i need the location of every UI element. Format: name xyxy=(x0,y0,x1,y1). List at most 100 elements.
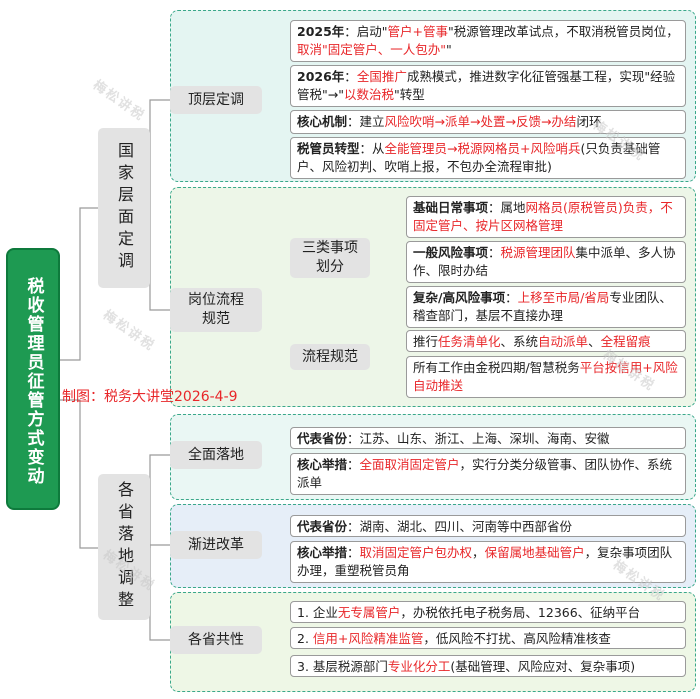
highlight: 全国推广 xyxy=(356,69,407,84)
text: ，实行分类分级管事、团队协作、系统派单 xyxy=(297,457,673,490)
connector xyxy=(149,99,170,208)
leaf-general: 一般风险事项：税源管理团队集中派单、多人协作、限时办结 xyxy=(406,241,686,283)
highlight: 保留属地基础管户 xyxy=(484,545,585,560)
text: ：建立 xyxy=(347,114,385,129)
text: ： xyxy=(347,545,360,560)
category-provincial-label: 各省落地调整 xyxy=(115,481,134,613)
leaf-common-2: 2. 信用+风险精准监管，低风险不打扰、高风险精准核查 xyxy=(290,627,686,649)
text: ：湖南、湖北、四川、河南等中西部省份 xyxy=(347,519,573,534)
leaf-2026-year: 2026年 xyxy=(297,69,345,84)
leaf-common-1: 1. 企业无专属管户，办税依托电子税务局、12366、征纳平台 xyxy=(290,601,686,623)
text: ：启动" xyxy=(344,24,388,39)
label: 一般风险事项 xyxy=(413,245,489,260)
sub-common: 各省共性 xyxy=(170,626,262,654)
highlight: 上移至市局/省局 xyxy=(517,290,610,305)
category-provincial: 各省落地调整 xyxy=(98,474,150,620)
caption: 制图：税务大讲堂2026-4-9 xyxy=(62,389,238,405)
connector xyxy=(60,207,98,361)
text: ，低风险不打扰、高风险精准核查 xyxy=(423,631,611,646)
highlight: 税源管理团队 xyxy=(500,245,576,260)
sub-job-flow-label: 岗位流程规范 xyxy=(188,292,244,327)
label: 核心举措 xyxy=(297,457,348,472)
highlight: 任务清单化 xyxy=(438,334,501,349)
sub-gradual-reform-label: 渐进改革 xyxy=(188,536,244,553)
leaf-core-measure-1: 核心举措：全面取消固定管户，实行分类分级管事、团队协作、系统派单 xyxy=(290,453,686,495)
highlight: 全程留痕 xyxy=(600,334,651,349)
text: 所有工作由金税四期/智慧税务 xyxy=(413,360,580,375)
text: "转型 xyxy=(394,86,425,102)
leaf-transform: 税管员转型：从全能管理员→税源网格员+风险哨兵(只负责基础管户、风险初判、吹哨上… xyxy=(290,137,686,179)
highlight: 自动派单 xyxy=(538,334,589,349)
leaf-core-mechanism: 核心机制：建立风险吹哨→派单→处置→反馈→办结闭环 xyxy=(290,110,686,134)
text: ： xyxy=(344,69,357,84)
highlight: 全面取消固定管户 xyxy=(359,457,460,472)
text: ，办税依托电子税务局、12366、征纳平台 xyxy=(400,605,641,620)
highlight: 风险吹哨→派单→处置→反馈→办结 xyxy=(384,114,577,129)
connector xyxy=(60,399,98,549)
label: 复杂/高风险事项 xyxy=(413,290,506,305)
text: 成熟模式，推进数字化征管强基工程，实现"经验管税"→" xyxy=(297,69,676,102)
connector xyxy=(149,454,170,548)
highlight: 全能管理员→税源网格员+风险哨兵 xyxy=(384,141,581,156)
sub-gradual-reform: 渐进改革 xyxy=(170,531,262,559)
highlight: 取消"固定管户、一人包办" xyxy=(297,41,446,57)
text: 1. 企业 xyxy=(297,605,338,620)
highlight: 信用+风险精准监管 xyxy=(312,631,424,646)
sub-common-label: 各省共性 xyxy=(188,631,244,648)
text: (基础管理、风险应对、复杂事项) xyxy=(450,659,636,674)
root-label: 税收管理员征管方式变动 xyxy=(23,276,44,486)
label: 税管员转型 xyxy=(297,141,360,156)
leaf-2026: 2026年：全国推广成熟模式，推进数字化征管强基工程，实现"经验管税"→"以数治… xyxy=(290,65,686,107)
label: 核心机制 xyxy=(297,114,348,129)
category-national-label: 国家层面定调 xyxy=(115,142,134,274)
text: ：江苏、山东、浙江、上海、深圳、海南、安徽 xyxy=(347,431,610,446)
leaf-task-list: 推行任务清单化、系统自动派单、全程留痕 xyxy=(406,330,686,352)
sub-full-landing-label: 全面落地 xyxy=(188,446,244,463)
text: 专业团队、稽查部门，基层不直接办理 xyxy=(413,290,672,323)
leaf-rep-provinces-2: 代表省份：湖南、湖北、四川、河南等中西部省份 xyxy=(290,515,686,537)
text: ： xyxy=(505,290,518,305)
label: 基础日常事项 xyxy=(413,200,489,215)
sub-process-norm-label: 流程规范 xyxy=(302,348,358,365)
highlight: 专业化分工 xyxy=(387,659,451,674)
text: 2. xyxy=(297,631,313,646)
sub-three-types-label: 三类事项划分 xyxy=(302,240,358,275)
highlight: 网格员(原税管员)负责，不固定管户、按片区网格管理 xyxy=(413,200,673,233)
sub-top-level: 顶层定调 xyxy=(170,86,262,114)
label: 代表省份 xyxy=(297,519,348,534)
sub-job-flow: 岗位流程规范 xyxy=(170,288,262,332)
connector xyxy=(149,548,170,641)
text: ，复杂事项团队办理，重塑税管员角 xyxy=(297,545,673,578)
text: (只负责基础管户、风险初判、吹哨上报，不包办全流程审批) xyxy=(297,141,661,174)
leaf-2025-year: 2025年 xyxy=(297,24,345,39)
leaf-golden-tax: 所有工作由金税四期/智慧税务平台按信用+风险自动推送 xyxy=(406,356,686,398)
text: ： xyxy=(488,245,501,260)
text: " xyxy=(446,41,452,57)
connector xyxy=(149,544,170,548)
leaf-rep-provinces-1: 代表省份：江苏、山东、浙江、上海、深圳、海南、安徽 xyxy=(290,427,686,449)
sub-three-types: 三类事项划分 xyxy=(290,238,370,278)
category-national: 国家层面定调 xyxy=(98,128,150,288)
text: ： xyxy=(347,457,360,472)
leaf-complex: 复杂/高风险事项：上移至市局/省局专业团队、稽查部门，基层不直接办理 xyxy=(406,286,686,328)
highlight: 无专属管户 xyxy=(337,605,401,620)
text: 3. 基层税源部门 xyxy=(297,659,388,674)
sub-process-norm: 流程规范 xyxy=(290,344,370,370)
highlight: 平台按信用+风险自动推送 xyxy=(413,360,678,393)
text: ：从 xyxy=(359,141,385,156)
text: ， xyxy=(472,545,485,560)
text: 集中派单、多人协作、限时办结 xyxy=(413,245,676,278)
text: ：属地 xyxy=(488,200,526,215)
text: 、系统 xyxy=(500,334,539,349)
sub-full-landing: 全面落地 xyxy=(170,441,262,469)
sub-top-level-label: 顶层定调 xyxy=(188,91,244,108)
root-node: 税收管理员征管方式变动 xyxy=(6,248,60,510)
connector xyxy=(149,208,170,311)
highlight: 管户+管事 xyxy=(387,24,449,39)
label: 核心举措 xyxy=(297,545,348,560)
leaf-daily: 基础日常事项：属地网格员(原税管员)负责，不固定管户、按片区网格管理 xyxy=(406,196,686,238)
leaf-common-3: 3. 基层税源部门专业化分工(基础管理、风险应对、复杂事项) xyxy=(290,655,686,677)
leaf-core-measure-2: 核心举措：取消固定管户包办权，保留属地基础管户，复杂事项团队办理，重塑税管员角 xyxy=(290,541,686,583)
text: 、 xyxy=(588,334,601,349)
text: 推行 xyxy=(413,334,439,349)
